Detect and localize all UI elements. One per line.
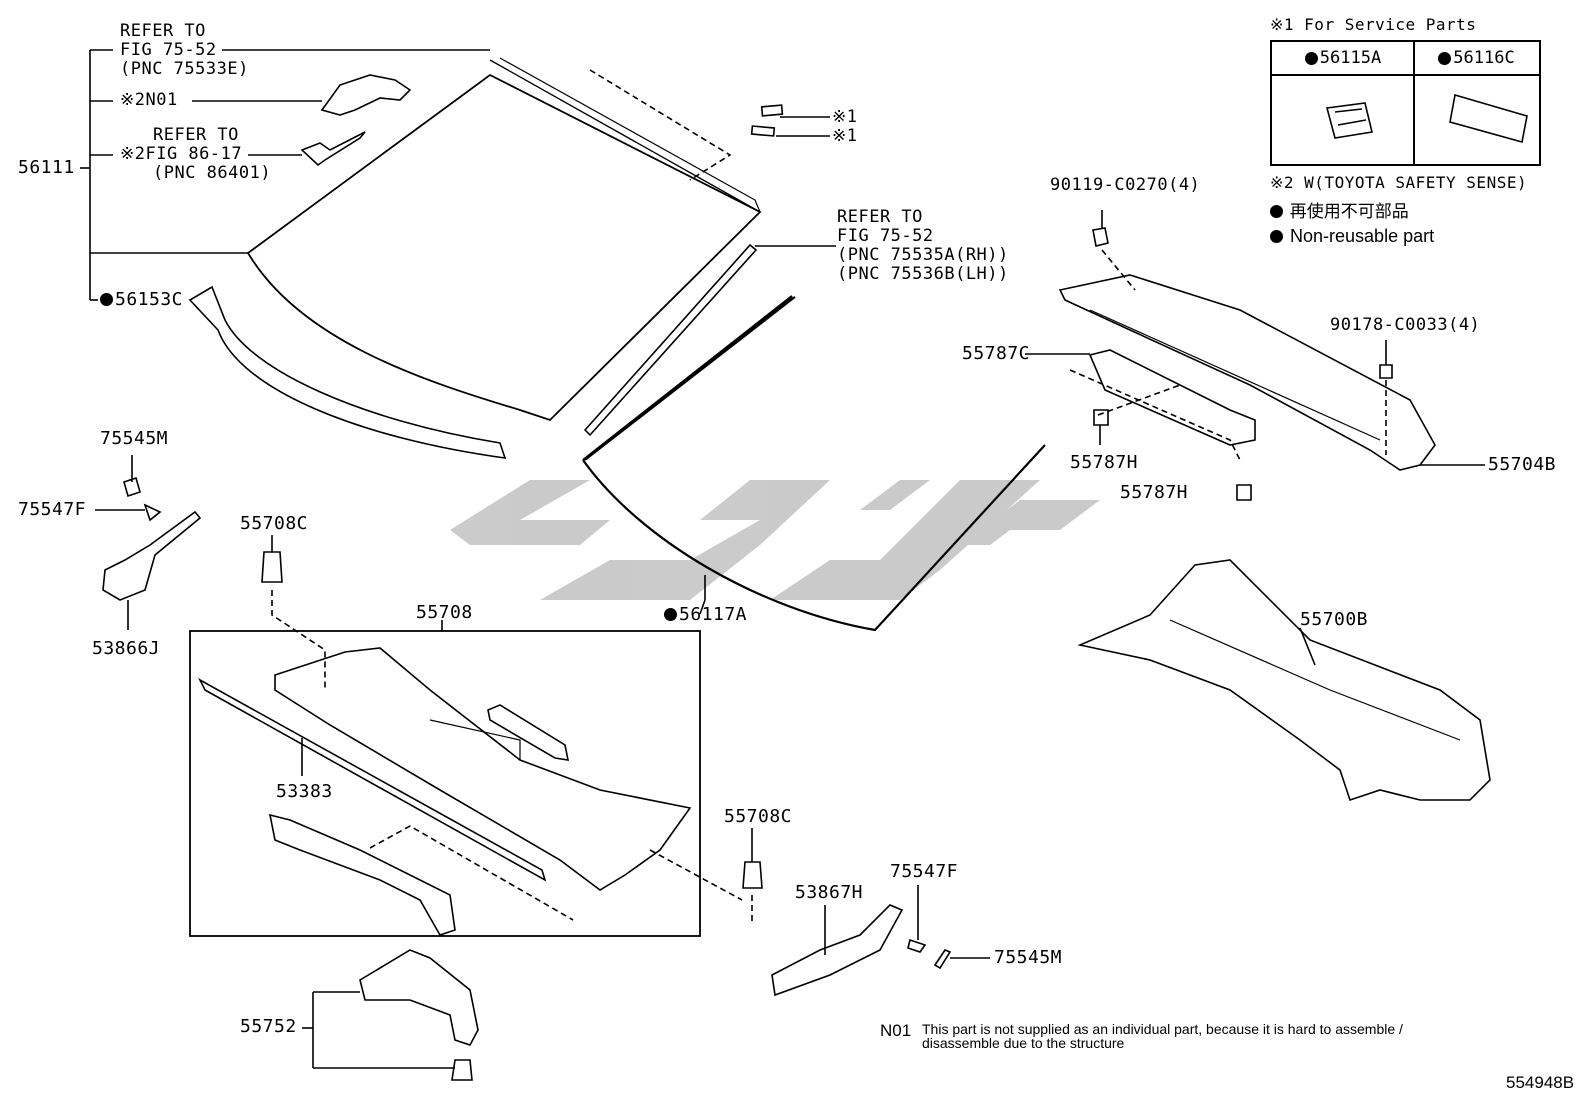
ref-fig-75-52-line2: FIG 75-52 — [120, 40, 217, 60]
service-part-icons — [1325, 93, 1528, 144]
part-90178-C0033: 90178-C0033(4) — [1330, 315, 1481, 335]
part-75547F-a: 75547F — [18, 499, 87, 520]
part-55752: 55752 — [240, 1016, 297, 1037]
non-reusable-dot-icon — [1304, 51, 1318, 65]
part-90119-C0270: 90119-C0270(4) — [1050, 175, 1201, 195]
part-75547F-b: 75547F — [890, 861, 959, 882]
legend-text: 再使用不可部品 — [1289, 202, 1409, 221]
footnote-code: N01 — [880, 1021, 912, 1040]
service-parts-title: ※1 For Service Parts — [1270, 15, 1477, 34]
part-55704B: 55704B — [1488, 454, 1557, 475]
service-part-56115A: 56115A — [1272, 42, 1414, 76]
non-reusable-dot-icon — [664, 608, 677, 621]
part-53866J: 53866J — [92, 638, 161, 659]
note-safety-sense: ※2 W(TOYOTA SAFETY SENSE) — [1270, 173, 1528, 192]
part-56111: 56111 — [18, 157, 75, 178]
diagram-id: 554948B — [1506, 1073, 1575, 1092]
legend-non-reusable-en: Non-reusable part — [1270, 227, 1434, 245]
part-55708C-a: 55708C — [240, 513, 309, 534]
part-55708: 55708 — [416, 602, 473, 623]
ref-fig-75-52b-line2: FIG 75-52 — [837, 226, 934, 246]
service-part-56116C: 56116C — [1414, 42, 1539, 76]
part-number-label: 56153C — [115, 289, 184, 310]
part-56153C: 56153C — [100, 291, 183, 309]
part-55787H-b: 55787H — [1120, 482, 1189, 503]
footnote-line2: disassemble due to the structure — [922, 1035, 1125, 1051]
service-mark-1a: ※1 — [832, 107, 858, 127]
part-75545M-a: 75545M — [100, 428, 169, 449]
non-reusable-dot-icon — [100, 293, 113, 306]
ref-fig-75-52b-line1: REFER TO — [837, 207, 923, 227]
ref-fig-75-52b-line4: (PNC 75536B(LH)) — [837, 264, 1009, 284]
ref-fig-75-52b-line3: (PNC 75535A(RH)) — [837, 245, 1009, 265]
part-55787H-a: 55787H — [1070, 452, 1139, 473]
ref-fig-75-52-line3: (PNC 75533E) — [120, 59, 249, 79]
ref-fig-86-17-line1: REFER TO — [153, 125, 239, 145]
part-53383: 53383 — [276, 781, 333, 802]
non-reusable-dot-icon — [1438, 51, 1452, 65]
part-55700B: 55700B — [1300, 609, 1369, 630]
part-53867H: 53867H — [795, 882, 864, 903]
ref-fig-86-17-line2: ※2FIG 86-17 — [120, 144, 243, 164]
part-number-label: 56117A — [679, 604, 748, 625]
service-mark-1b: ※1 — [832, 126, 858, 146]
part-75545M-b: 75545M — [994, 947, 1063, 968]
non-reusable-dot-icon — [1270, 230, 1283, 243]
part-55787C: 55787C — [962, 343, 1031, 364]
table-divider — [1413, 42, 1415, 164]
part-number-label: 56116C — [1453, 48, 1515, 68]
legend-non-reusable-jp: 再使用不可部品 — [1270, 203, 1409, 221]
service-parts-table: 56115A 56116C — [1270, 40, 1541, 166]
n01-label: ※2N01 — [120, 90, 178, 110]
part-56117A: 56117A — [664, 606, 747, 624]
part-55708C-b: 55708C — [724, 806, 793, 827]
legend-text: Non-reusable part — [1290, 226, 1435, 246]
ref-fig-86-17-line3: (PNC 86401) — [153, 163, 272, 183]
non-reusable-dot-icon — [1270, 205, 1283, 218]
ref-fig-75-52-line1: REFER TO — [120, 21, 206, 41]
watermark-logo — [450, 480, 1100, 600]
part-number-label: 56115A — [1319, 48, 1382, 68]
footnote-line1: This part is not supplied as an individu… — [922, 1021, 1403, 1037]
